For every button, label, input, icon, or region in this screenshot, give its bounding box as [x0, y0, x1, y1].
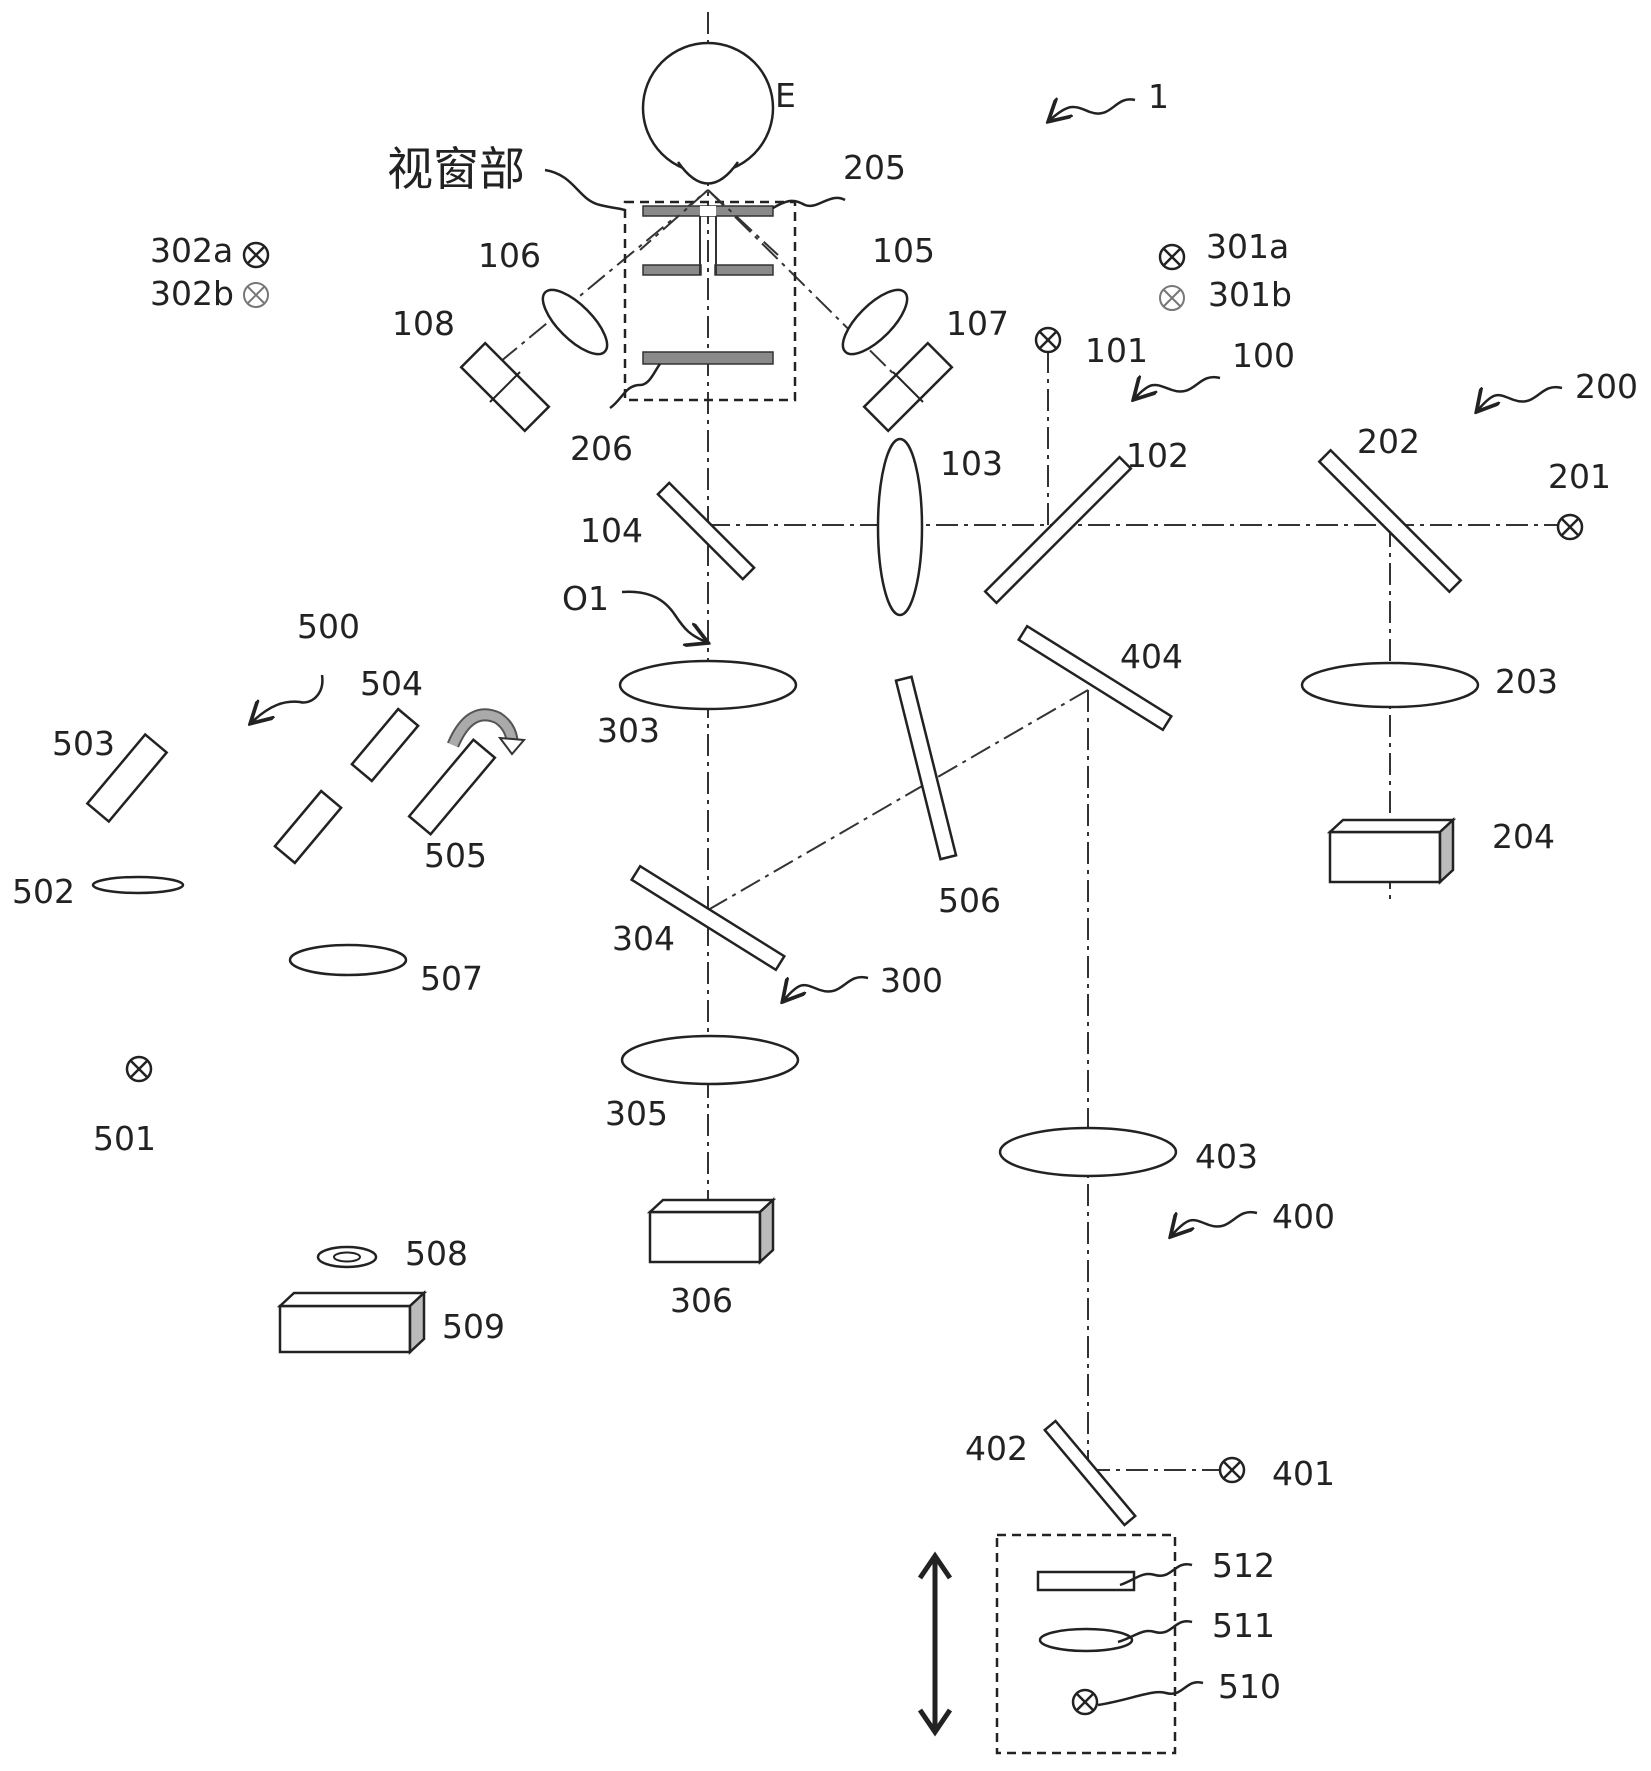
sensor-509: [276, 1290, 428, 1355]
eye: [641, 41, 775, 185]
lens-105: [841, 288, 909, 356]
light-source-101: [1034, 326, 1062, 354]
label-506: 506: [938, 881, 1001, 920]
movable-unit: [917, 1533, 1177, 1755]
plate-middle-left: [642, 264, 702, 276]
lens-203: [1300, 661, 1480, 709]
label-305: 305: [605, 1094, 668, 1133]
plate-206: [642, 351, 774, 365]
label-306: 306: [670, 1281, 733, 1320]
label-504: 504: [360, 664, 423, 703]
light-source-501: [125, 1055, 153, 1083]
mirror-202: [1317, 448, 1463, 594]
group-300: [242, 241, 1186, 1265]
label-505: 505: [424, 836, 487, 875]
plate-506: [894, 675, 958, 861]
lens-507: [288, 943, 408, 977]
light-source-301a: [1158, 243, 1186, 271]
mirror-102: [983, 455, 1133, 605]
light-source-302b: [243, 282, 269, 308]
lens-305: [620, 1034, 800, 1086]
optical-axes: [499, 12, 1565, 1471]
label-108: 108: [392, 304, 455, 343]
lens-502: [91, 875, 185, 895]
label-system-1: 1: [1148, 77, 1169, 116]
label-502: 502: [12, 872, 75, 911]
label-o1: O1: [562, 579, 609, 618]
label-508: 508: [405, 1234, 468, 1273]
label-204: 204: [1492, 817, 1555, 856]
label-302a: 302a: [150, 231, 233, 270]
light-source-201: [1556, 513, 1584, 541]
label-203: 203: [1495, 662, 1558, 701]
label-102: 102: [1126, 436, 1189, 475]
window-label: 视窗部: [387, 142, 525, 196]
label-512: 512: [1212, 1546, 1275, 1585]
light-source-401: [1218, 1456, 1246, 1484]
group-100: [459, 288, 1133, 617]
label-202: 202: [1357, 422, 1420, 461]
mirror-304: [629, 864, 787, 972]
label-401: 401: [1272, 1454, 1335, 1493]
label-500: 500: [297, 607, 360, 646]
mirror-402: [1043, 1419, 1137, 1527]
label-301a: 301a: [1206, 227, 1289, 266]
label-303: 303: [597, 711, 660, 750]
light-source-301b: [1159, 285, 1185, 311]
label-403: 403: [1195, 1137, 1258, 1176]
group-400: [998, 624, 1246, 1527]
sensor-204: [1326, 817, 1457, 885]
label-107: 107: [946, 304, 1009, 343]
plate-512: [1036, 1570, 1136, 1592]
label-302b: 302b: [150, 274, 234, 313]
label-206: 206: [570, 429, 633, 468]
lens-511: [1038, 1627, 1134, 1653]
label-501: 501: [93, 1119, 156, 1158]
label-eye: E: [775, 76, 796, 115]
group-200: [1300, 448, 1584, 885]
label-205: 205: [843, 148, 906, 187]
mirror-503: [85, 732, 169, 824]
label-104: 104: [580, 511, 643, 550]
lens-106: [541, 288, 609, 356]
label-509: 509: [442, 1307, 505, 1346]
label-404: 404: [1120, 637, 1183, 676]
label-510: 510: [1218, 1667, 1281, 1706]
mirror-505: [407, 737, 497, 837]
window-unit: [623, 189, 797, 402]
label-402: 402: [965, 1429, 1028, 1468]
light-source-510: [1071, 1688, 1099, 1716]
label-301b: 301b: [1208, 275, 1292, 314]
mirror-504-lower: [273, 789, 343, 865]
label-106: 106: [478, 236, 541, 275]
label-503: 503: [52, 724, 115, 763]
lens-403: [998, 1126, 1178, 1178]
rotation-arrow-icon: [447, 708, 527, 756]
label-200: 200: [1575, 367, 1638, 406]
label-101: 101: [1085, 331, 1148, 370]
lens-103: [876, 437, 924, 617]
label-304: 304: [612, 919, 675, 958]
sensor-306: [646, 1197, 777, 1265]
plate-middle-right: [714, 264, 774, 276]
label-105: 105: [872, 231, 935, 270]
label-507: 507: [420, 959, 483, 998]
mirror-504-upper: [350, 707, 420, 783]
ring-508: [316, 1245, 378, 1269]
label-300: 300: [880, 961, 943, 1000]
label-100: 100: [1232, 336, 1295, 375]
double-vertical-arrow-icon: [917, 1551, 953, 1737]
leader-lines: [252, 99, 1563, 1707]
label-103: 103: [940, 444, 1003, 483]
group-500: [85, 675, 958, 1355]
label-511: 511: [1212, 1606, 1275, 1645]
mirror-104: [656, 481, 756, 581]
light-source-302a: [242, 241, 270, 269]
label-400: 400: [1272, 1197, 1335, 1236]
labels: 视窗部 E 1 205 301a 301b 302a 302b 106 105 …: [12, 76, 1638, 1706]
label-201: 201: [1548, 457, 1611, 496]
mirror-404: [1016, 624, 1174, 732]
lens-303: [618, 659, 798, 711]
